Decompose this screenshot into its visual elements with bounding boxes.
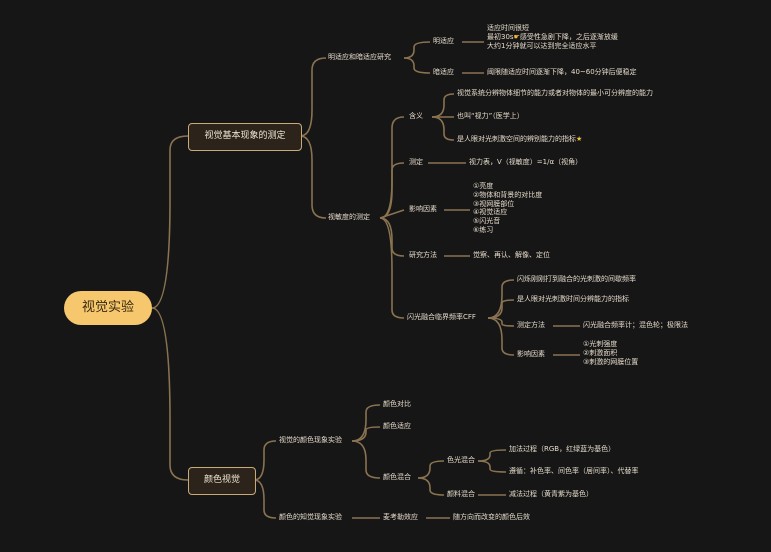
light-mixing-laws: 遵循：补色率、间色率（居间率）、代替率 (509, 467, 639, 475)
light-adaptation-line-1: 适应时间很短 (487, 24, 529, 32)
topic-acuity-measure[interactable]: 测定 (409, 158, 423, 166)
topic-color-perception[interactable]: 颜色的知觉现象实验 (279, 513, 342, 521)
light-adaptation-details: 适应时间很短 最初30s☛感受性急剧下降，之后逐渐放缓 大约1分钟就可以达到完全… (487, 24, 618, 51)
topic-adaptation-research[interactable]: 明适应和暗适应研究 (328, 53, 391, 61)
star-icon: ★ (576, 135, 583, 143)
meaning-item-2: 也叫“视力”（医学上） (457, 112, 524, 120)
acuity-factor-1: ①亮度 (473, 182, 494, 190)
topic-color-adaptation[interactable]: 颜色适应 (383, 422, 411, 430)
research-methods-detail: 觉察、再认、解像、定位 (473, 251, 550, 259)
topic-dark-adaptation[interactable]: 暗适应 (433, 68, 454, 76)
topic-mccollough-effect[interactable]: 麦考勒效应 (383, 513, 418, 521)
dark-adaptation-detail: 阈限随适应时间逐渐下降，40~60分钟后便稳定 (487, 68, 637, 76)
topic-color-contrast[interactable]: 颜色对比 (383, 400, 411, 408)
branch-visual-basic-phenomena[interactable]: 视觉基本现象的测定 (188, 123, 302, 151)
pointing-hand-icon: ☛ (513, 33, 520, 42)
acuity-factors-list: ①亮度 ②物体和背景的对比度 ③视网膜部位 ④视觉适应 ⑤闪光音 ⑥练习 (473, 182, 542, 235)
acuity-factor-3: ③视网膜部位 (473, 199, 515, 208)
cff-definition: 闪烁刚刚打到融合的光刺激的间歇频率 (517, 275, 636, 283)
meaning-item-1: 视觉系统分辨物体细节的能力或者对物体的最小可分辨度的能力 (457, 89, 653, 97)
pigment-mixing-detail: 减法过程（黄青紫为基色） (509, 490, 593, 498)
acuity-factor-4: ④视觉适应 (473, 208, 508, 217)
acuity-factor-5: ⑤闪光音 (473, 217, 501, 225)
mccollough-detail: 随方向而改变的颜色后效 (453, 513, 530, 521)
cff-factor-2: ②刺激面积 (583, 348, 618, 357)
acuity-factor-6: ⑥练习 (473, 225, 494, 234)
topic-acuity-factors[interactable]: 影响因素 (409, 205, 437, 213)
light-adaptation-line-3: 大约1分钟就可以达到完全适应水平 (487, 42, 597, 51)
cff-measure-detail: 闪光融合频率计；混色轮；极限法 (583, 321, 688, 329)
topic-pigment-mixing[interactable]: 颜料混合 (447, 490, 475, 498)
topic-cff-measure[interactable]: 测定方法 (517, 321, 545, 329)
topic-cff-factors[interactable]: 影响因素 (517, 350, 545, 358)
topic-cff[interactable]: 闪光融合临界频率CFF (407, 313, 476, 321)
topic-light-mixing[interactable]: 色光混合 (447, 456, 475, 464)
topic-acuity-meaning[interactable]: 含义 (409, 112, 423, 120)
topic-visual-acuity[interactable]: 视敏度的测定 (328, 213, 370, 221)
topic-light-adaptation[interactable]: 明适应 (433, 37, 454, 45)
cff-factor-1: ①光刺强度 (583, 340, 618, 348)
acuity-measure-detail: 视力表，V（视敏度）=1/α（视角） (469, 158, 583, 166)
topic-color-phenomena[interactable]: 视觉的颜色现象实验 (279, 436, 342, 444)
light-mixing-additive: 加法过程（RGB，红绿蓝为基色） (509, 445, 616, 453)
topic-color-mixing[interactable]: 颜色混合 (383, 473, 411, 481)
cff-index: 是人眼对光刺激时间分辨能力的指标 (517, 295, 629, 303)
cff-factor-3: ③刺激的网膜位置 (583, 357, 639, 366)
light-adaptation-line-2: 最初30s☛感受性急剧下降，之后逐渐放缓 (487, 33, 618, 42)
root-node[interactable]: 视觉实验 (64, 291, 152, 325)
acuity-factor-2: ②物体和背景的对比度 (473, 190, 543, 199)
cff-factors-list: ①光刺强度 ②刺激面积 ③刺激的网膜位置 (583, 340, 638, 366)
branch-color-vision[interactable]: 颜色视觉 (188, 467, 256, 495)
topic-research-methods[interactable]: 研究方法 (409, 251, 437, 259)
meaning-item-3: 是人眼对光刺激空间的辨别能力的指标★ (457, 135, 583, 143)
